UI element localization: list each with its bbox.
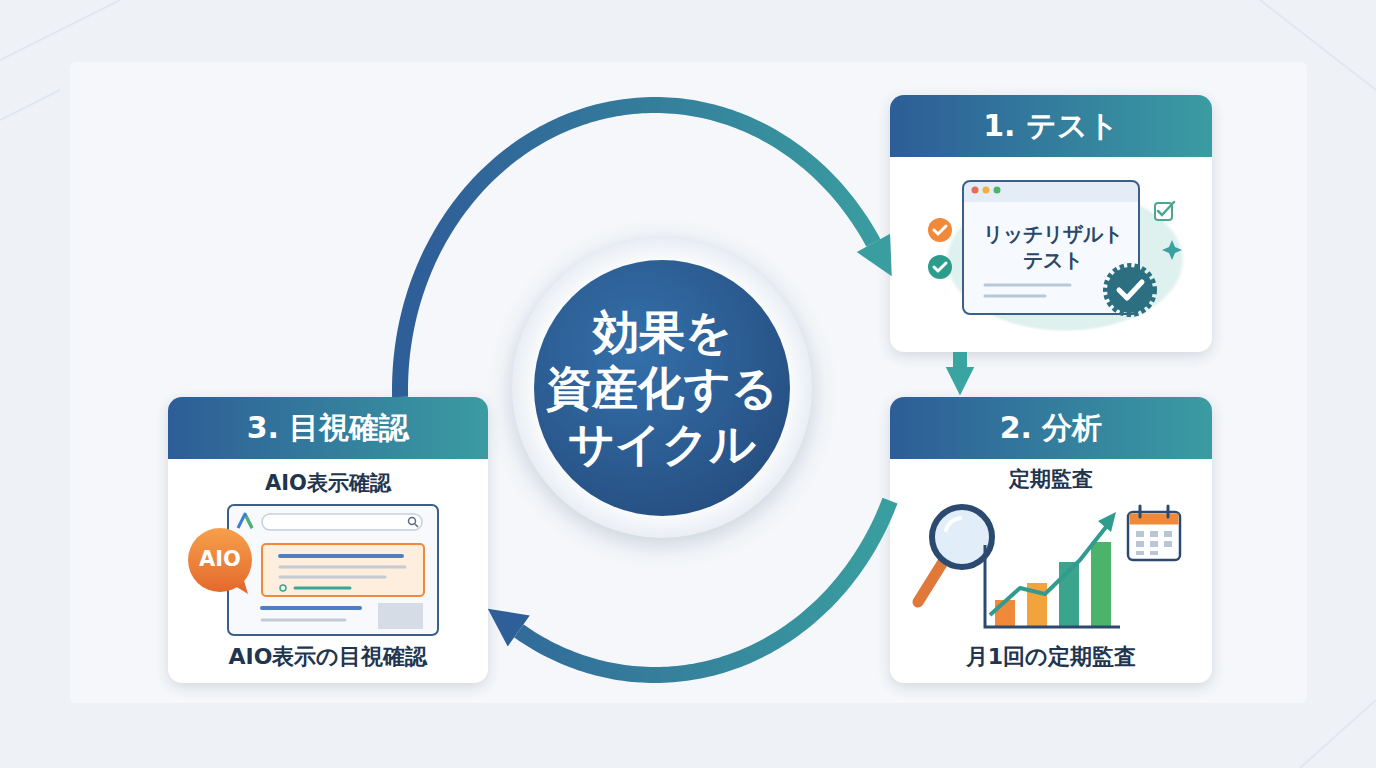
step-card: 2. 分析定期監査月1回の定期監査 [890, 397, 1212, 683]
check-circle [928, 255, 952, 279]
bar [995, 600, 1015, 627]
result-line [262, 619, 345, 622]
bar [1059, 562, 1079, 627]
calendar-cell [1150, 531, 1158, 537]
check-mark [934, 226, 946, 234]
aio-badge: AIO [188, 528, 252, 592]
magnifier-handle [918, 562, 943, 602]
window-dot [972, 187, 979, 194]
circle-fill [534, 260, 790, 516]
cycle-arrow [519, 501, 890, 675]
calendar-ring [1139, 506, 1142, 517]
browser-frame [228, 505, 438, 635]
step-subtitle: 定期監査 [890, 466, 1212, 493]
search-icon [415, 524, 418, 527]
trend-line [990, 527, 1106, 615]
result-line [262, 606, 360, 610]
bar [1027, 583, 1047, 627]
badge-fill [188, 528, 252, 592]
step-card: 3. 目視確認 AIO表示確認 AIO表示の目視確認 AIO [168, 397, 488, 683]
ai-overview-box [262, 544, 424, 596]
glass-shine [946, 518, 960, 530]
result-line [295, 587, 350, 590]
sparkle [1162, 240, 1182, 260]
result-line [280, 566, 405, 569]
circle-halo [512, 238, 812, 538]
calendar-grid [1136, 531, 1172, 555]
text-line [985, 284, 1070, 287]
search-logo [246, 516, 252, 528]
step-description: 月1回の定期監査 [890, 643, 1212, 672]
magnifier-glass [932, 507, 992, 567]
checkbox [1155, 203, 1172, 220]
bar [1091, 542, 1111, 627]
calendar-ring [1167, 506, 1170, 517]
calendar-cell [1150, 541, 1158, 547]
window-dot [994, 187, 1001, 194]
check-mark [1119, 282, 1142, 298]
step-heading: 3. 目視確認 [168, 397, 488, 459]
step-subtitle: AIO表示確認 [168, 470, 488, 497]
center-title: 効果を 資産化する サイクル [534, 304, 790, 472]
tool-name: リッチリザルト テスト [964, 221, 1142, 273]
check-mark [934, 263, 946, 271]
browser-window: リッチリザルト テスト [962, 180, 1140, 315]
badge-label: AIO [188, 547, 252, 572]
cycle-center-circle: 効果を 資産化する サイクル [534, 260, 790, 516]
check-mark [1158, 202, 1174, 215]
step-description: AIO表示の目視確認 [168, 643, 488, 672]
step-heading: 1. テスト [890, 95, 1212, 157]
search-icon [409, 518, 416, 525]
search-bar [262, 514, 422, 530]
link-icon [280, 585, 286, 591]
flow-arrow [953, 352, 967, 367]
approval-seal [1107, 267, 1153, 313]
calendar [1128, 512, 1180, 560]
result-line [280, 576, 385, 579]
thumbnail [378, 603, 423, 629]
trend-arrowhead [1098, 512, 1116, 532]
check-circle [928, 218, 952, 242]
step-card: 1. テストリッチリザルト テスト [890, 95, 1212, 352]
window-dot [983, 187, 990, 194]
calendar-cell [1136, 541, 1144, 547]
search-logo [238, 514, 252, 528]
result-line [280, 554, 402, 558]
calendar-cell [1150, 551, 1158, 555]
panel-background [70, 62, 1307, 703]
step-heading: 2. 分析 [890, 397, 1212, 459]
chart-axis [985, 545, 1120, 627]
calendar-cell [1136, 551, 1144, 555]
cycle-arrow [400, 105, 873, 397]
text-line [985, 295, 1045, 298]
calendar-cell [1164, 531, 1172, 537]
calendar-cell [1136, 531, 1144, 537]
calendar-header [1130, 514, 1179, 525]
calendar-cell [1164, 541, 1172, 547]
